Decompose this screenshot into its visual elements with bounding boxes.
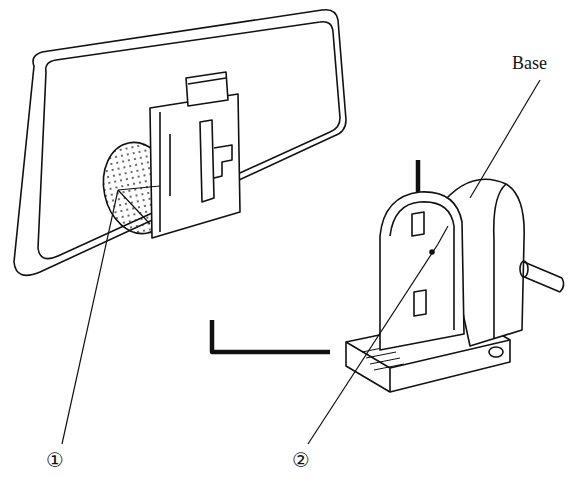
callout-number: ① [46,450,64,470]
callout-number: ② [292,450,310,470]
part-label: Base [512,54,547,72]
